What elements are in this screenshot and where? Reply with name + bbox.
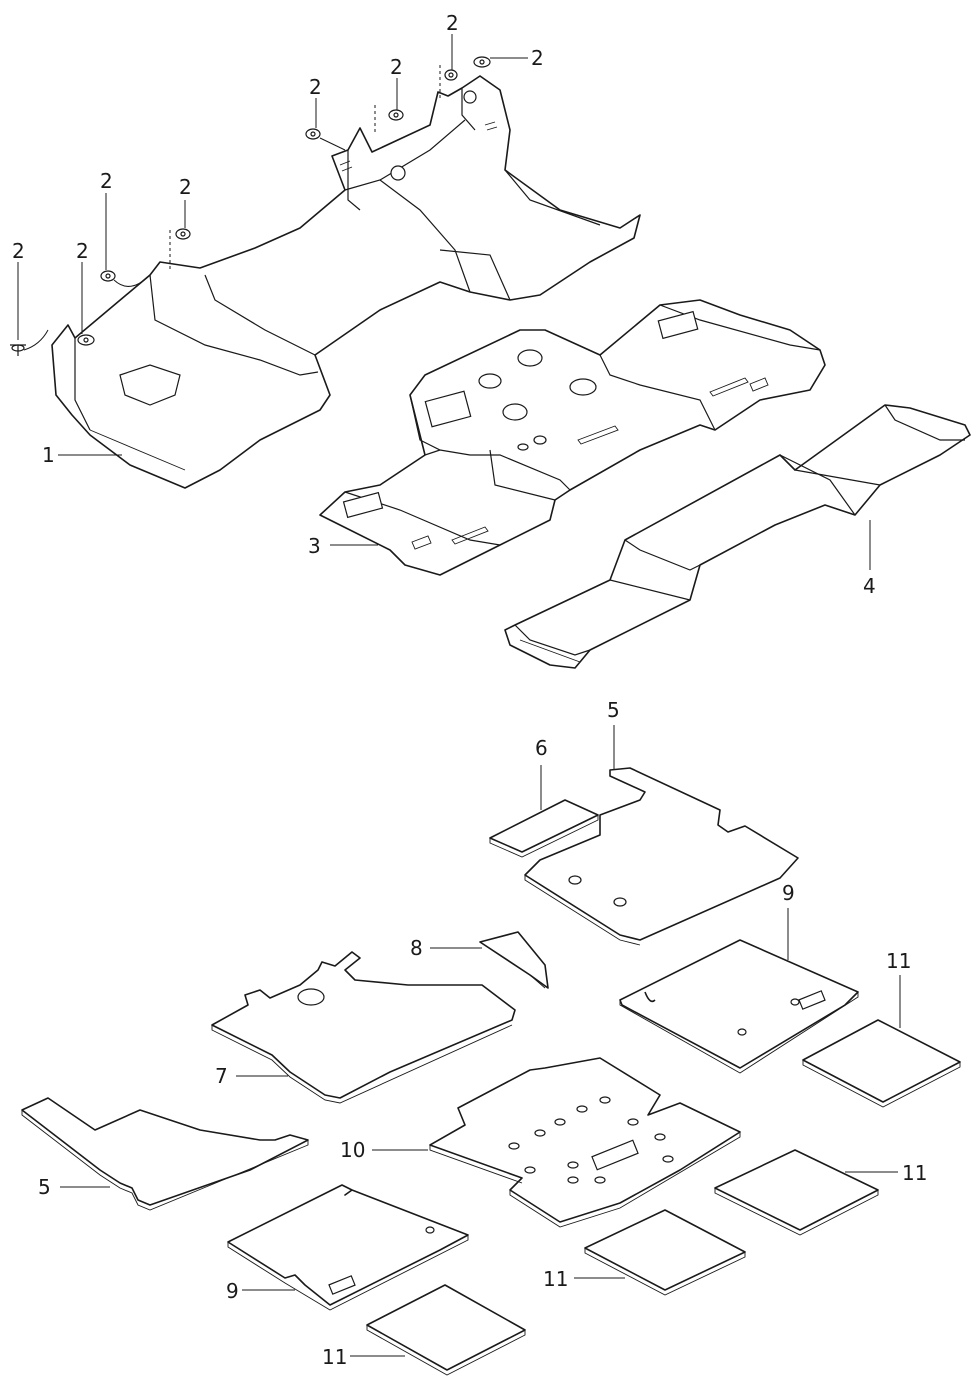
- callout-7: 7: [215, 1064, 228, 1088]
- callout-11a: 11: [886, 949, 911, 973]
- callout-2g: 2: [446, 11, 459, 35]
- callout-1: 1: [42, 443, 55, 467]
- callout-2b: 2: [76, 239, 89, 263]
- part-8-wedge: [479, 931, 549, 989]
- mat-10-holes: [508, 1096, 674, 1184]
- callout-8: 8: [410, 936, 423, 960]
- clip-2e: [305, 128, 321, 140]
- clip-2b: [77, 334, 95, 346]
- part-3-floor-panel: [319, 299, 826, 576]
- callout-10: 10: [340, 1138, 365, 1162]
- callout-labels: 1 2 2 2 2 2 2 2 2 3 4 5 6 8 9 11 7 10 5 …: [12, 11, 927, 1369]
- part-4-tunnel-cover: [504, 404, 971, 669]
- part-9b-mat: [227, 1184, 469, 1311]
- clip-2d: [175, 228, 191, 240]
- clip-2g: [444, 69, 458, 81]
- callout-11b: 11: [902, 1161, 927, 1185]
- clip-2c: [100, 270, 116, 282]
- part-11c-square: [584, 1209, 746, 1296]
- callout-5b: 5: [38, 1175, 51, 1199]
- part-6-strip: [489, 799, 599, 858]
- part-10-mat: [429, 1057, 741, 1228]
- callout-3: 3: [308, 534, 321, 558]
- part-11d-square: [366, 1284, 526, 1376]
- callout-9b: 9: [226, 1279, 239, 1303]
- part-11b-square: [714, 1149, 879, 1236]
- leader-lines: [58, 454, 901, 1357]
- callout-2d: 2: [179, 175, 192, 199]
- clip-2f: [388, 109, 404, 121]
- callout-11c: 11: [543, 1267, 568, 1291]
- callout-9a: 9: [782, 881, 795, 905]
- part-5a-mat: [524, 767, 799, 946]
- fasteners-2: [10, 34, 528, 356]
- clip-2h: [473, 56, 491, 68]
- part-11a-square: [802, 1019, 961, 1108]
- part-5b-mat: [21, 1097, 309, 1211]
- part-9a-mat: [619, 939, 859, 1074]
- callout-2e: 2: [309, 75, 322, 99]
- callout-2f: 2: [390, 55, 403, 79]
- part-1-floor-trim: [51, 75, 641, 489]
- callout-11d: 11: [322, 1345, 347, 1369]
- callout-5a: 5: [607, 698, 620, 722]
- part-7-mat: [211, 951, 516, 1104]
- callout-2a: 2: [12, 239, 25, 263]
- callout-2h: 2: [531, 46, 544, 70]
- callout-4: 4: [863, 574, 876, 598]
- callout-6: 6: [535, 736, 548, 760]
- clip-2a: [10, 344, 26, 356]
- callout-2c: 2: [100, 169, 113, 193]
